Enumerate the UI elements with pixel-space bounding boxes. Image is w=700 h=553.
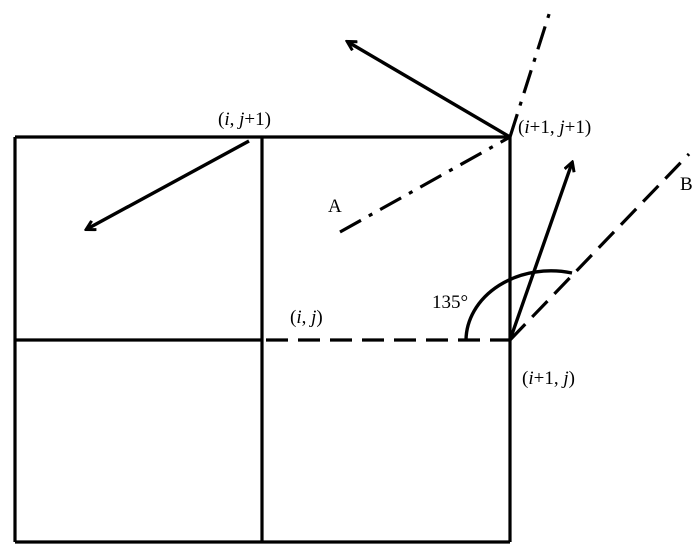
grid-lines bbox=[13, 135, 512, 544]
label-node-i1-j1: (i+1, j+1) bbox=[518, 117, 591, 138]
arrow-from-i1-j bbox=[508, 163, 572, 341]
label-line-a: A bbox=[328, 196, 342, 217]
angle-arc-135 bbox=[464, 269, 573, 341]
line-a-extension bbox=[508, 7, 553, 138]
line-b bbox=[508, 152, 691, 342]
line-a bbox=[339, 135, 511, 234]
label-node-i-j1: (i, j+1) bbox=[218, 109, 271, 130]
label-node-i1-j: (i+1, j) bbox=[522, 368, 575, 389]
label-node-i-j: (i, j) bbox=[290, 307, 323, 328]
label-line-b: B bbox=[680, 174, 693, 195]
arrow-from-i1-j1 bbox=[348, 42, 511, 139]
label-angle: 135° bbox=[432, 292, 468, 313]
arrow-from-i-j1 bbox=[87, 139, 250, 229]
